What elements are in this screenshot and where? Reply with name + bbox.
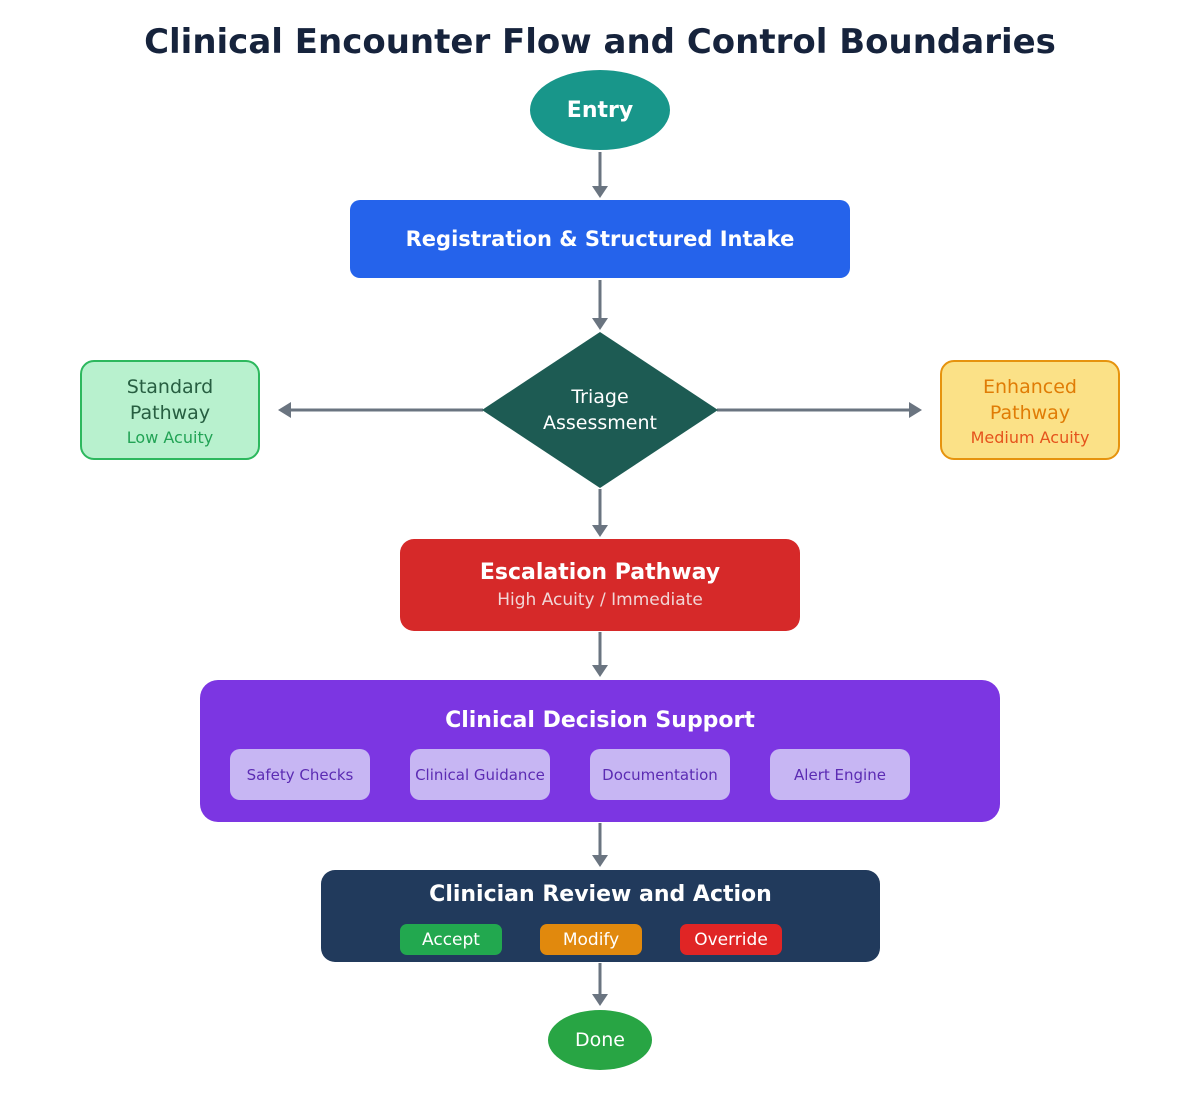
enhanced-pathway-acuity: Medium Acuity xyxy=(970,427,1090,447)
node-escalation-pathway: Escalation Pathway High Acuity / Immedia… xyxy=(400,539,800,631)
arrow-entry-to-registration xyxy=(592,152,608,198)
decision-support-title: Clinical Decision Support xyxy=(445,708,755,733)
module-alert-engine: Alert Engine xyxy=(770,749,910,800)
entry-label: Entry xyxy=(566,97,634,123)
arrow-registration-to-triage xyxy=(592,280,608,330)
review-title: Clinician Review and Action xyxy=(429,882,772,907)
modify-button[interactable]: Modify xyxy=(540,924,642,955)
module-safety-checks: Safety Checks xyxy=(230,749,370,800)
module-clinical-guidance: Clinical Guidance xyxy=(410,749,550,800)
arrow-triage-to-standard xyxy=(278,402,483,418)
accept-button[interactable]: Accept xyxy=(400,924,502,955)
standard-pathway-acuity: Low Acuity xyxy=(126,427,214,447)
enhanced-pathway-title: Enhanced Pathway xyxy=(983,375,1077,424)
done-label: Done xyxy=(575,1029,625,1051)
page-title: Clinical Encounter Flow and Control Boun… xyxy=(144,22,1056,62)
escalation-title: Escalation Pathway xyxy=(479,560,721,585)
module-documentation: Documentation xyxy=(590,749,730,800)
escalation-acuity: High Acuity / Immediate xyxy=(497,590,703,610)
node-done: Done xyxy=(548,1010,652,1070)
triage-label: Triage Assessment xyxy=(543,386,657,434)
arrow-review-to-done xyxy=(592,963,608,1006)
node-standard-pathway: Standard Pathway Low Acuity xyxy=(80,360,260,460)
node-registration-intake: Registration & Structured Intake xyxy=(350,200,850,278)
registration-label: Registration & Structured Intake xyxy=(405,227,795,251)
standard-pathway-title: Standard Pathway xyxy=(126,375,214,424)
arrow-triage-to-enhanced xyxy=(717,402,922,418)
node-enhanced-pathway: Enhanced Pathway Medium Acuity xyxy=(940,360,1120,460)
arrow-triage-to-escalation xyxy=(592,489,608,537)
node-entry: Entry xyxy=(530,70,670,150)
override-button[interactable]: Override xyxy=(680,924,782,955)
arrow-decision-support-to-review xyxy=(592,823,608,867)
arrow-escalation-to-decision-support xyxy=(592,632,608,677)
